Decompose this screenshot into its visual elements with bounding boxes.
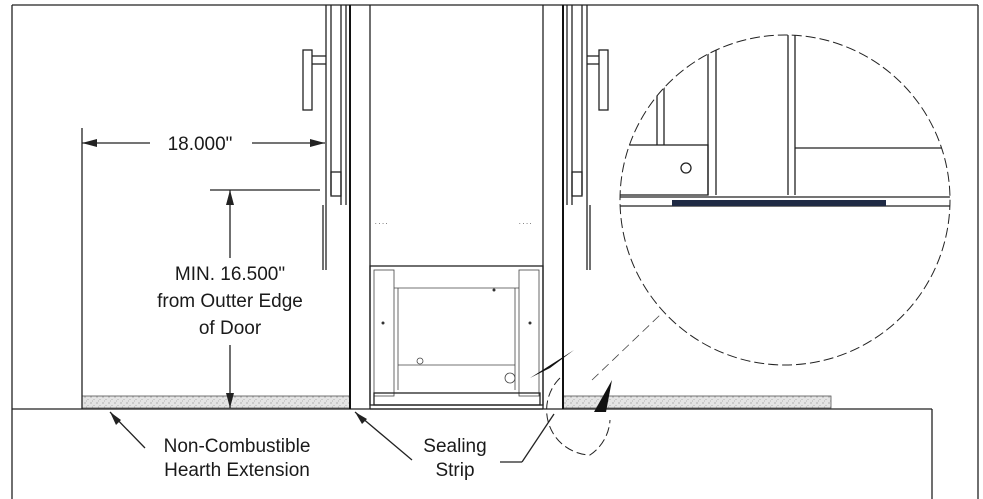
- dimension-18-label: 18.000": [168, 134, 233, 155]
- door-right: [566, 5, 609, 270]
- sealing-strip-label-line2: Strip: [435, 460, 474, 481]
- dimension-16-5: [210, 189, 320, 408]
- hearth-label-line1: Non-Combustible: [164, 436, 311, 457]
- fireplace-unit: .... ....: [349, 5, 564, 410]
- hearth-extension-left: [81, 395, 351, 409]
- door-handle-left: [302, 49, 313, 111]
- dimension-18: [81, 128, 325, 409]
- sealing-strip-detail: [672, 200, 886, 206]
- magnified-detail: [619, 34, 951, 366]
- min-dimension-line3: of Door: [199, 318, 262, 339]
- detail-reference-circle: [530, 314, 661, 456]
- detail-arrow-left: [530, 350, 574, 378]
- door-left: [302, 5, 347, 270]
- drawing-border: [11, 4, 979, 499]
- min-dimension-line2: from Outter Edge: [157, 291, 303, 312]
- small-marking-left: ....: [374, 219, 388, 226]
- sealing-strip-label-line1: Sealing: [423, 436, 486, 457]
- hearth-label-line2: Hearth Extension: [164, 460, 310, 481]
- min-dimension-line1: MIN. 16.500": [175, 264, 285, 285]
- detail-arrow-right: [594, 380, 612, 412]
- hearth-leader: [109, 411, 146, 449]
- door-handle-right: [598, 49, 609, 111]
- small-marking-right: ....: [518, 219, 532, 226]
